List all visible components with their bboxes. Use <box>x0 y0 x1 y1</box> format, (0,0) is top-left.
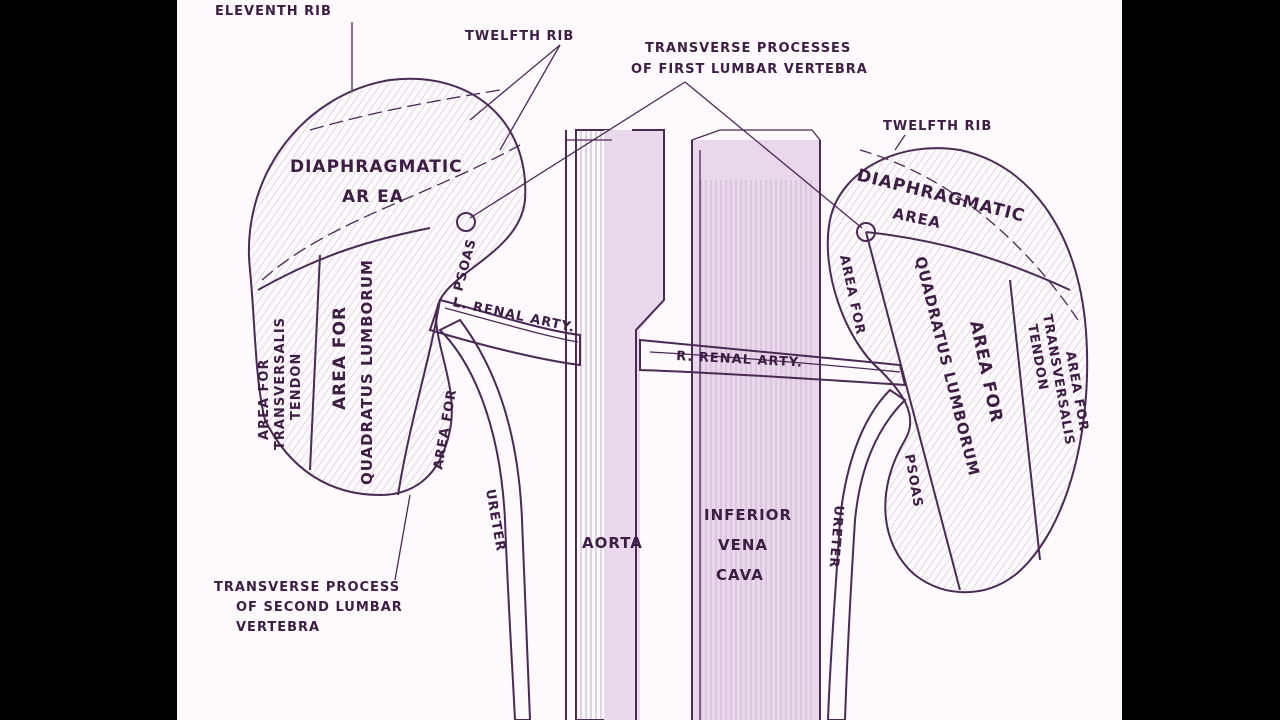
label-left-renal-artery: L. RENAL ARTY. <box>451 295 576 336</box>
label-transverse-first-line2: OF FIRST LUMBAR VERTEBRA <box>631 62 868 77</box>
label-twelfth-rib-right: TWELFTH RIB <box>883 119 992 134</box>
label-left-transversalis-2: TRANSVERSALIS <box>273 317 288 450</box>
label-left-diaphragmatic: DIAPHRAGMATIC <box>290 157 463 177</box>
label-left-transversalis-1: AREA FOR <box>257 359 272 440</box>
label-transverse-second-line3: VERTEBRA <box>236 620 320 635</box>
label-right-renal-artery: R. RENAL ARTY. <box>676 349 804 371</box>
label-eleventh-rib: ELEVENTH RIB <box>215 4 332 19</box>
right-kidney <box>826 147 1089 594</box>
left-ureter <box>438 318 532 720</box>
letterbox-right <box>1122 0 1280 720</box>
label-left-area: AR EA <box>342 187 404 207</box>
label-ivc-3: CAVA <box>716 566 764 584</box>
right-ureter <box>826 388 907 720</box>
label-ivc-1: INFERIOR <box>704 506 792 524</box>
aorta <box>565 129 665 720</box>
label-aorta: AORTA <box>582 534 643 552</box>
left-renal-artery <box>428 298 581 367</box>
left-kidney <box>247 77 527 497</box>
label-transverse-first-line1: TRANSVERSE PROCESSES <box>645 41 851 56</box>
label-transverse-second-line2: OF SECOND LUMBAR <box>236 600 403 615</box>
label-transverse-second-line1: TRANSVERSE PROCESS <box>214 580 400 595</box>
label-left-transversalis-3: TENDON <box>289 353 304 420</box>
letterbox-left <box>0 0 177 720</box>
label-twelfth-rib-left: TWELFTH RIB <box>465 29 574 44</box>
label-ivc-2: VENA <box>718 536 768 554</box>
label-left-quadratus-1: AREA FOR <box>330 306 350 410</box>
leader-lines <box>351 22 906 581</box>
label-left-quadratus-2: QUADRATUS LUMBORUM <box>358 259 376 485</box>
label-right-ureter: URETER <box>826 505 846 569</box>
inferior-vena-cava <box>691 129 821 720</box>
